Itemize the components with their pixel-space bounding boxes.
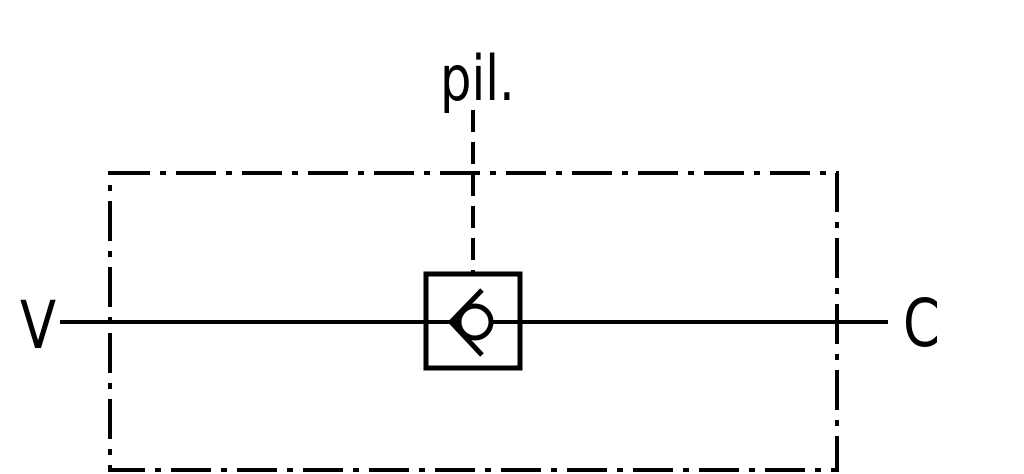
valve-seat-icon (447, 288, 484, 357)
check-valve-symbol (423, 271, 523, 371)
inlet-port-label: V (20, 288, 56, 364)
pilot-port-label: pil. (440, 44, 515, 116)
check-ball-icon (456, 303, 494, 341)
outlet-port-label: C (903, 286, 940, 362)
